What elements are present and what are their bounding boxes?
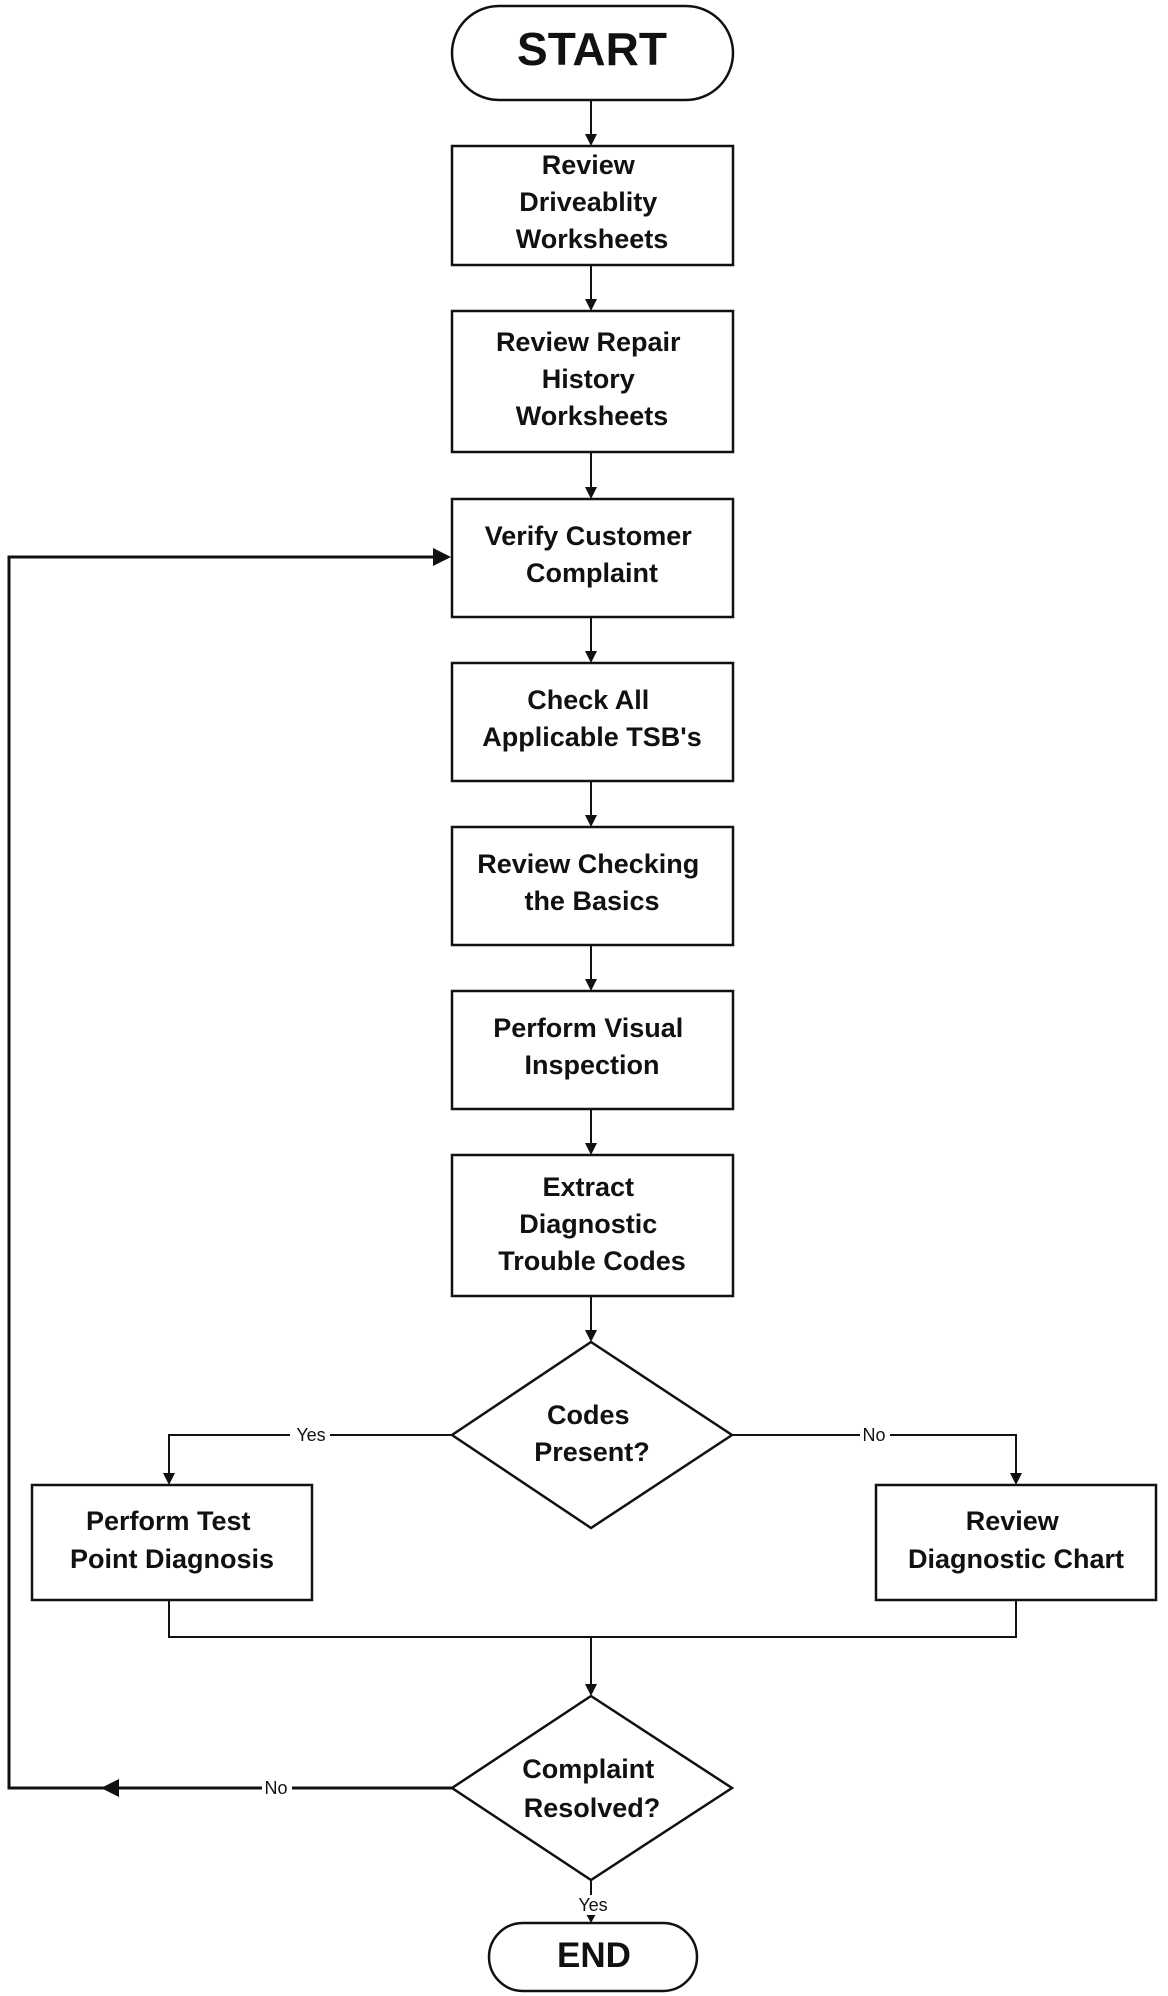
edge-label-codes-yes: Yes bbox=[296, 1425, 325, 1445]
node-line: Codes bbox=[547, 1400, 630, 1430]
complaint-resolved-label: Complaint Resolved? bbox=[522, 1754, 662, 1823]
process-box-test-point bbox=[30, 1483, 314, 1602]
node-line: Present? bbox=[534, 1437, 650, 1467]
edge-label-codes-no: No bbox=[862, 1425, 885, 1445]
arrowhead bbox=[585, 979, 597, 991]
decision-complaint-resolved bbox=[449, 1694, 735, 1882]
label-backing bbox=[574, 1895, 612, 1915]
edge-label-resolved-yes: Yes bbox=[578, 1895, 607, 1915]
node-line: Worksheets bbox=[516, 401, 669, 431]
arrowhead bbox=[1010, 1473, 1022, 1485]
node-line: Point Diagnosis bbox=[70, 1544, 274, 1574]
node-line: END bbox=[557, 1936, 631, 1975]
node-line: Inspection bbox=[524, 1050, 659, 1080]
arrowhead bbox=[585, 1143, 597, 1155]
end-label: END bbox=[557, 1936, 631, 1975]
node-line: Perform Test bbox=[86, 1506, 251, 1536]
checking-basics-label: Review Checking the Basics bbox=[477, 849, 707, 916]
node-shapes bbox=[30, 4, 1158, 1993]
edge-codes-yes bbox=[168, 1434, 452, 1476]
node-line: Perform Visual bbox=[493, 1013, 683, 1043]
repair-history-label: Review Repair History Worksheets bbox=[496, 327, 688, 431]
node-line: Driveablity bbox=[519, 187, 657, 217]
node-line: Verify Customer bbox=[485, 521, 693, 551]
node-line: Resolved? bbox=[524, 1793, 661, 1823]
label-backing bbox=[290, 1425, 330, 1445]
process-box-repair-history bbox=[450, 309, 735, 454]
start-terminal bbox=[450, 4, 735, 102]
process-box-checking-basics bbox=[450, 825, 735, 947]
visual-inspection-label: Perform Visual Inspection bbox=[493, 1013, 691, 1080]
arrowhead bbox=[433, 548, 451, 566]
node-labels: START Review Driveablity Worksheets Revi… bbox=[70, 23, 1124, 1975]
arrowhead bbox=[585, 1684, 597, 1696]
node-line: Applicable TSB's bbox=[482, 722, 701, 752]
process-box-driveability bbox=[450, 144, 735, 267]
node-line: Diagnostic bbox=[519, 1209, 657, 1239]
node-line: START bbox=[517, 23, 667, 75]
arrowhead bbox=[585, 815, 597, 827]
codes-present-label: Codes Present? bbox=[534, 1400, 650, 1467]
node-line: Complaint bbox=[526, 558, 658, 588]
arrowhead bbox=[586, 1914, 596, 1923]
node-line: History bbox=[542, 364, 635, 394]
test-point-label: Perform Test Point Diagnosis bbox=[70, 1506, 274, 1574]
start-label: START bbox=[517, 23, 667, 75]
arrowhead bbox=[163, 1473, 175, 1485]
node-line: Review bbox=[542, 150, 636, 180]
label-backing bbox=[262, 1778, 292, 1798]
node-line: Check All bbox=[527, 685, 649, 715]
arrowhead bbox=[585, 487, 597, 499]
node-line: Trouble Codes bbox=[498, 1246, 686, 1276]
connectors bbox=[7, 100, 1022, 1923]
node-line: Extract bbox=[542, 1172, 634, 1202]
process-box-check-tsb bbox=[450, 661, 735, 783]
arrowhead bbox=[585, 134, 597, 146]
driveability-label: Review Driveablity Worksheets bbox=[516, 150, 669, 254]
node-line: Complaint bbox=[522, 1754, 654, 1784]
edge-merge-branches bbox=[168, 1600, 1017, 1638]
node-line: the Basics bbox=[524, 886, 659, 916]
process-box-extract-codes bbox=[450, 1153, 735, 1298]
extract-codes-label: Extract Diagnostic Trouble Codes bbox=[498, 1172, 686, 1276]
end-terminal bbox=[487, 1921, 699, 1993]
arrowhead bbox=[101, 1779, 119, 1797]
edge-labels: Yes No No Yes bbox=[262, 1425, 890, 1915]
edge-codes-no bbox=[732, 1434, 1017, 1476]
decision-codes-present bbox=[449, 1340, 735, 1530]
verify-complaint-label: Verify Customer Complaint bbox=[485, 521, 700, 588]
edge-resolved-no-loop bbox=[7, 555, 452, 1790]
node-line: Review Checking bbox=[477, 849, 699, 879]
check-tsb-label: Check All Applicable TSB's bbox=[482, 685, 701, 752]
arrowhead bbox=[585, 651, 597, 663]
node-line: Worksheets bbox=[516, 224, 669, 254]
node-line: Review bbox=[966, 1506, 1060, 1536]
arrowhead bbox=[585, 1330, 597, 1342]
process-box-diagnostic-chart bbox=[874, 1483, 1158, 1602]
process-box-visual-inspection bbox=[450, 989, 735, 1111]
node-line: Diagnostic Chart bbox=[908, 1544, 1124, 1574]
node-line: Review Repair bbox=[496, 327, 681, 357]
label-backing bbox=[860, 1425, 890, 1445]
diagnostic-chart-label: Review Diagnostic Chart bbox=[908, 1506, 1124, 1574]
edge-label-resolved-no: No bbox=[264, 1778, 287, 1798]
arrowhead bbox=[585, 299, 597, 311]
process-box-verify-complaint bbox=[450, 497, 735, 619]
